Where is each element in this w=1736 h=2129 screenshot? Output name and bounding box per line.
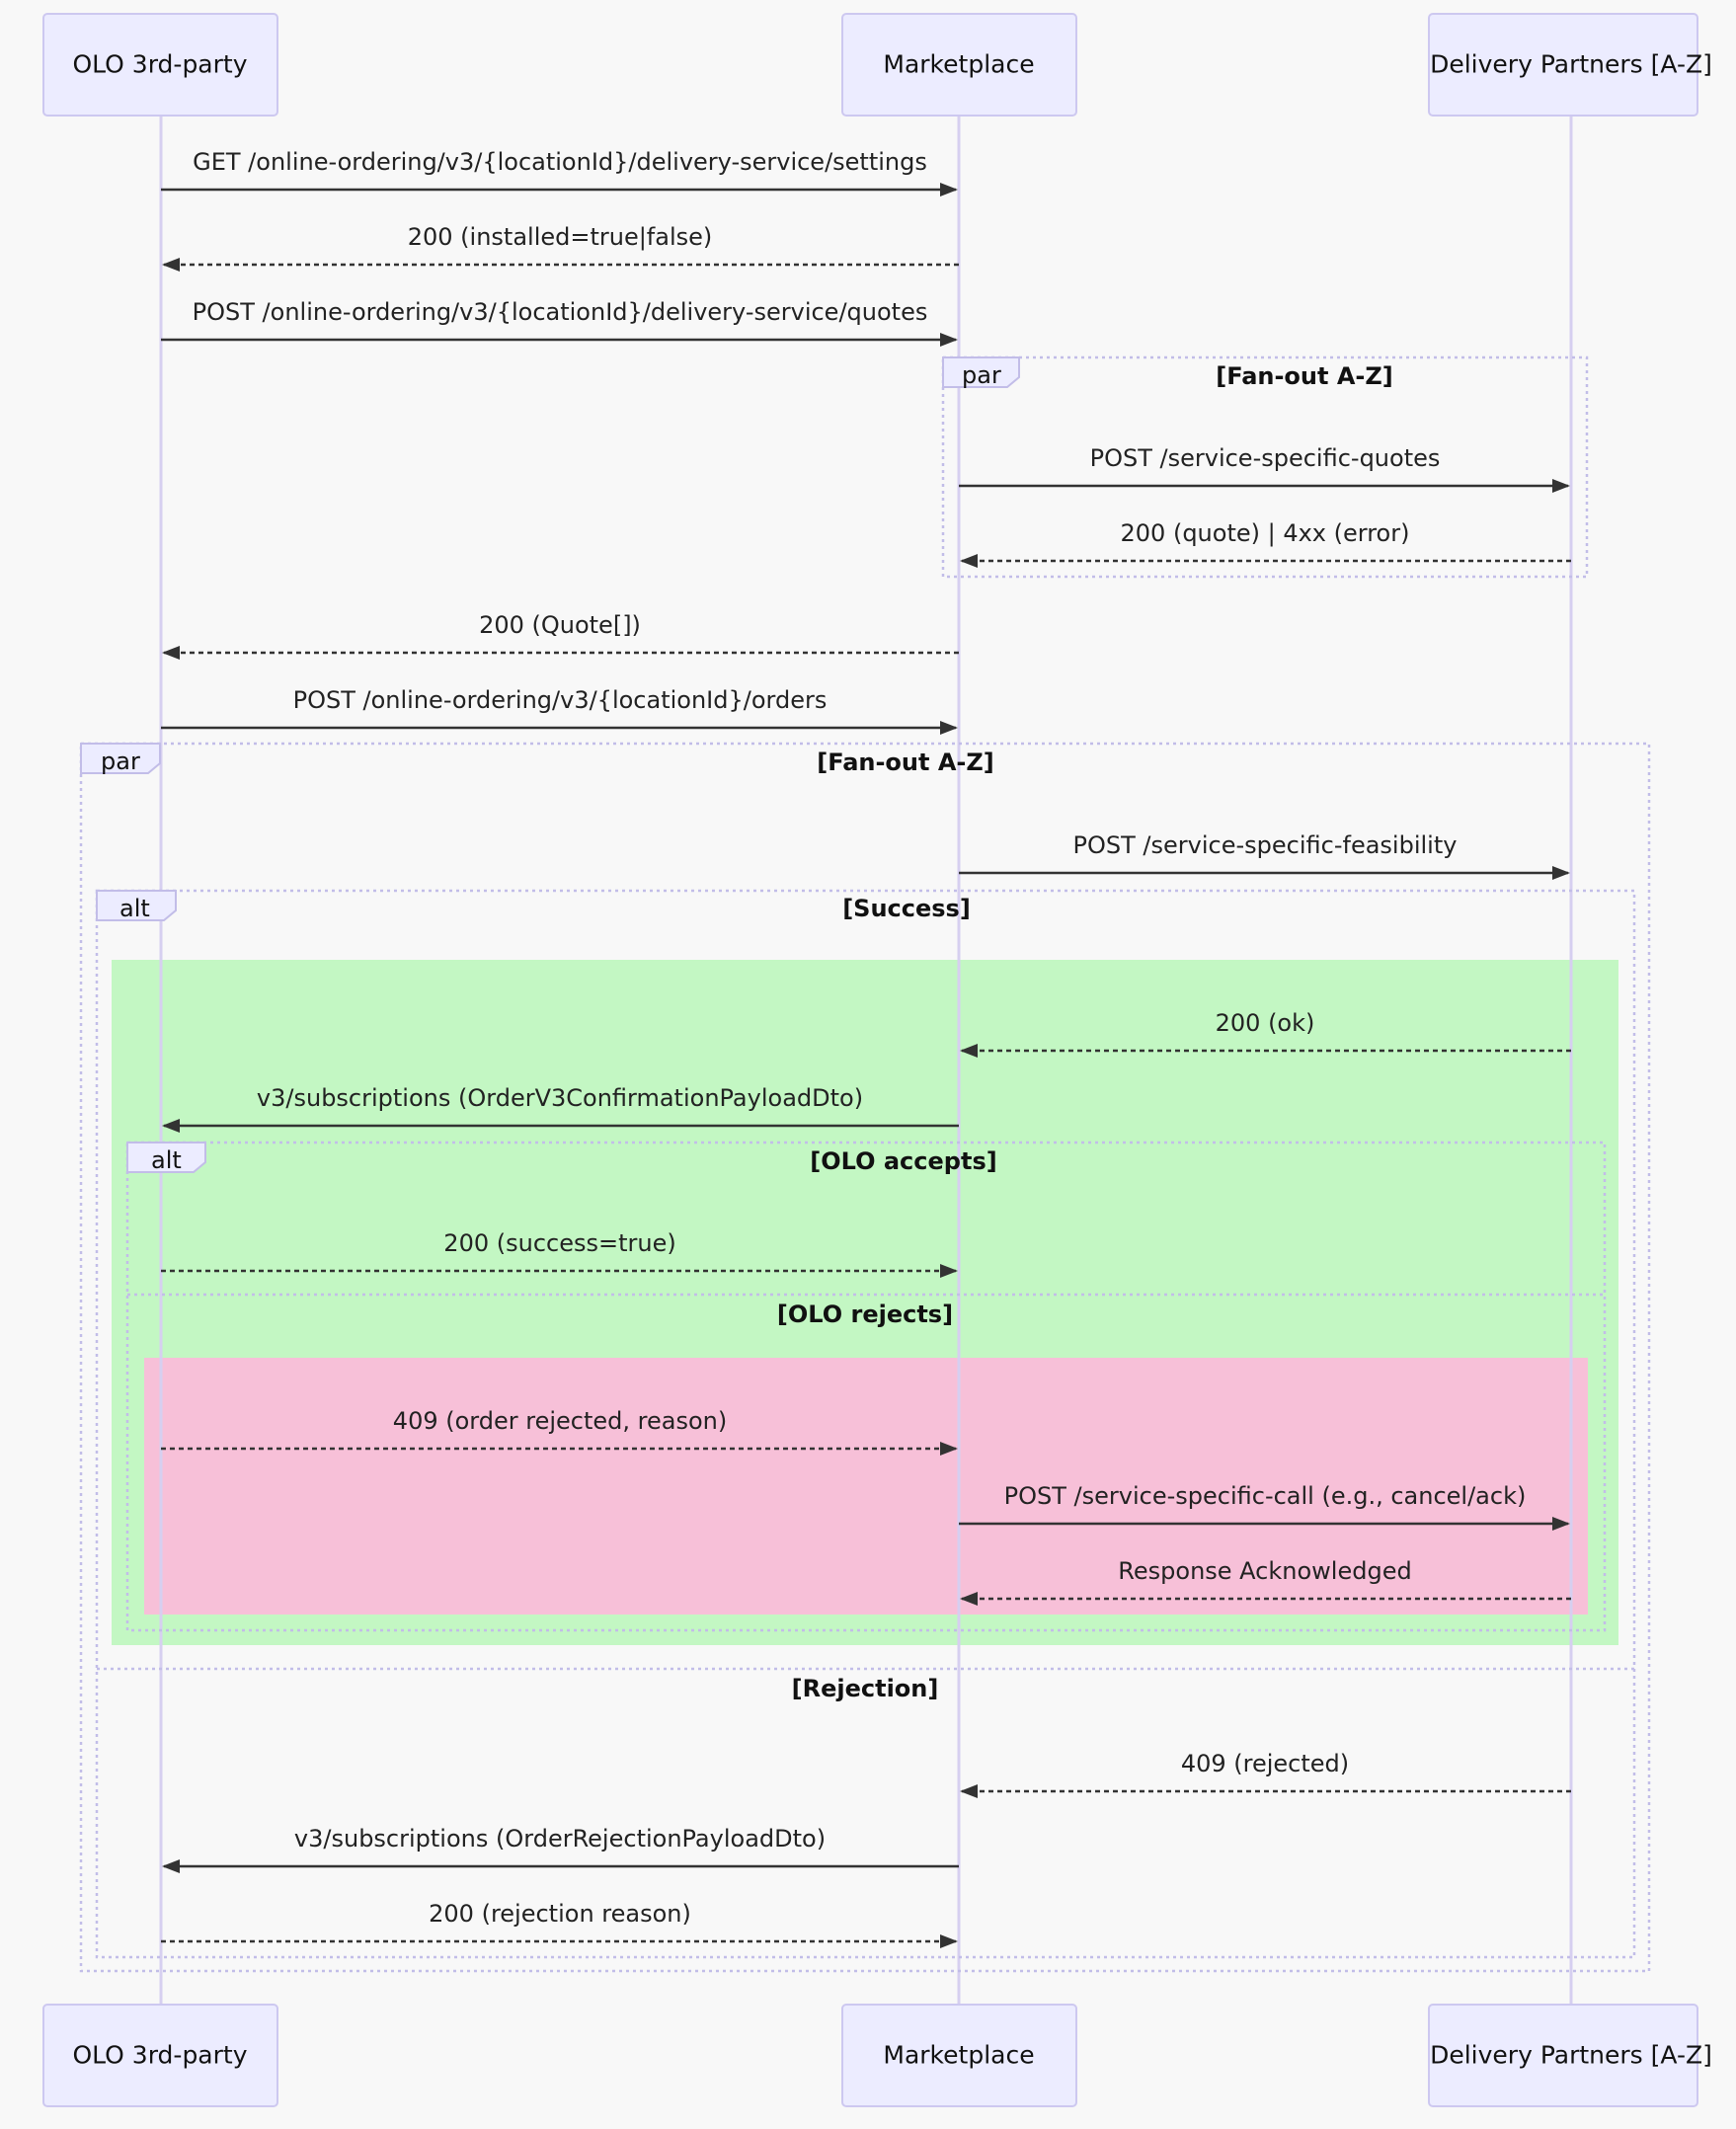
message-label: 200 (quote) | 4xx (error): [1121, 519, 1410, 547]
message-17: 200 (rejection reason): [161, 1900, 958, 1948]
messages-layer: GET /online-ordering/v3/{locationId}/del…: [161, 148, 1571, 1948]
message-4: POST /service-specific-quotes: [959, 444, 1570, 493]
message-7: POST /online-ordering/v3/{locationId}/or…: [161, 686, 958, 735]
message-label: 200 (success=true): [443, 1229, 675, 1257]
message-2: 200 (installed=true|false): [162, 223, 959, 272]
message-label: v3/subscriptions (OrderV3ConfirmationPay…: [257, 1084, 863, 1112]
fragment-alt-success: alt [Success] [Rejection]: [95, 889, 1636, 1959]
fragment-condition: [Fan-out A-Z]: [1216, 362, 1393, 390]
message-12: 409 (order rejected, reason): [161, 1407, 958, 1456]
message-15: 409 (rejected): [960, 1750, 1571, 1798]
actor-olo-bottom: OLO 3rd-party: [42, 2004, 278, 2107]
message-5: 200 (quote) | 4xx (error): [960, 519, 1571, 568]
message-label: 200 (installed=true|false): [408, 223, 713, 251]
fragment-condition: [Success]: [842, 895, 971, 922]
actor-olo-top: OLO 3rd-party: [42, 13, 278, 117]
fragment-type-label: alt: [151, 1146, 182, 1174]
actor-marketplace-bottom: Marketplace: [841, 2004, 1077, 2107]
fragment-alt-olo-accepts: alt [OLO accepts] [OLO rejects]: [125, 1141, 1607, 1632]
message-1: GET /online-ordering/v3/{locationId}/del…: [161, 148, 958, 197]
message-label: Response Acknowledged: [1118, 1557, 1411, 1585]
message-label: POST /online-ordering/v3/{locationId}/de…: [193, 298, 928, 326]
message-label: POST /service-specific-feasibility: [1073, 831, 1458, 859]
actor-label: OLO 3rd-party: [72, 2041, 247, 2070]
actor-label: Delivery Partners [A-Z]: [1430, 50, 1712, 79]
olo-rejects-region: [144, 1358, 1588, 1615]
fragment-par-orders: par [Fan-out A-Z]: [79, 742, 1651, 1973]
message-3: POST /online-ordering/v3/{locationId}/de…: [161, 298, 958, 347]
message-6: 200 (Quote[]): [162, 611, 959, 660]
fragment-type-label: par: [962, 361, 1001, 389]
message-label: 409 (rejected): [1181, 1750, 1349, 1777]
message-9: 200 (ok): [960, 1009, 1571, 1058]
message-label: GET /online-ordering/v3/{locationId}/del…: [193, 148, 927, 176]
actor-label: OLO 3rd-party: [72, 50, 247, 79]
fragment-else-condition: [Rejection]: [792, 1675, 939, 1702]
message-label: 409 (order rejected, reason): [393, 1407, 727, 1435]
message-label: 200 (ok): [1216, 1009, 1315, 1037]
message-label: POST /online-ordering/v3/{locationId}/or…: [293, 686, 828, 714]
actor-delivery-partners-top: Delivery Partners [A-Z]: [1428, 13, 1712, 117]
actor-label: Marketplace: [883, 50, 1034, 79]
message-14: Response Acknowledged: [960, 1557, 1571, 1606]
message-11: 200 (success=true): [161, 1229, 958, 1278]
message-label: POST /service-specific-quotes: [1090, 444, 1441, 472]
fragment-type-label: par: [101, 748, 140, 775]
fragment-condition: [OLO accepts]: [810, 1147, 996, 1175]
message-13: POST /service-specific-call (e.g., cance…: [959, 1482, 1570, 1531]
message-label: 200 (rejection reason): [429, 1900, 691, 1928]
message-label: v3/subscriptions (OrderRejectionPayloadD…: [294, 1825, 826, 1853]
fragment-else-condition: [OLO rejects]: [777, 1301, 953, 1328]
message-label: POST /service-specific-call (e.g., cance…: [1004, 1482, 1527, 1510]
fragment-type-label: alt: [119, 895, 150, 922]
message-10: v3/subscriptions (OrderV3ConfirmationPay…: [162, 1084, 959, 1133]
message-label: 200 (Quote[]): [479, 611, 641, 639]
actor-marketplace-top: Marketplace: [841, 13, 1077, 117]
actor-delivery-partners-bottom: Delivery Partners [A-Z]: [1428, 2004, 1712, 2107]
message-8: POST /service-specific-feasibility: [959, 831, 1570, 880]
fragment-par-quotes: par [Fan-out A-Z]: [941, 355, 1589, 579]
actor-label: Marketplace: [883, 2041, 1034, 2070]
fragment-condition: [Fan-out A-Z]: [817, 749, 994, 776]
actor-label: Delivery Partners [A-Z]: [1430, 2041, 1712, 2070]
message-16: v3/subscriptions (OrderRejectionPayloadD…: [162, 1825, 959, 1873]
